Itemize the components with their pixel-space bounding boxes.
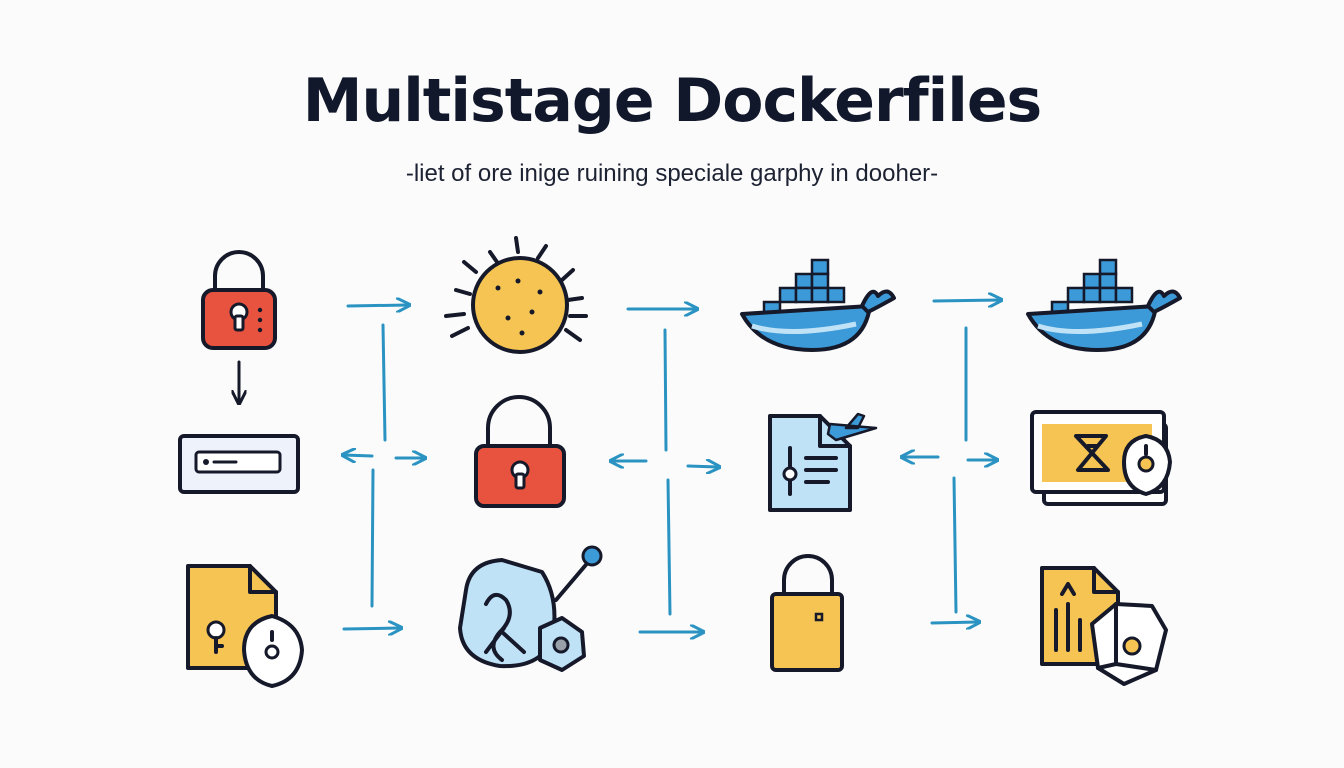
arrow-right: [342, 628, 400, 629]
padlock-red-icon: [474, 395, 566, 508]
docker-whale-icon: [1026, 258, 1182, 352]
arrow-right: [346, 305, 408, 306]
docker-whale-icon: [740, 258, 896, 352]
arrow-right: [686, 466, 718, 467]
padlock-red-icon: [201, 250, 277, 350]
badge-ribbon-icon: [458, 545, 603, 672]
connector-vertical: [663, 328, 668, 452]
flow-connectors: [344, 300, 1000, 632]
arrow-left: [344, 455, 374, 456]
connector-vertical: [952, 476, 958, 614]
document-key-icon: [186, 564, 304, 688]
arrow-right: [932, 300, 1000, 301]
connector-vertical: [370, 468, 375, 608]
page-title: Multistage Dockerfiles: [302, 66, 1042, 136]
sun-icon: [444, 236, 588, 354]
connector-vertical: [666, 478, 672, 616]
padlock-yellow-icon: [770, 554, 844, 672]
connector-vertical: [381, 323, 387, 442]
arrow-right: [930, 622, 978, 623]
monitor-hourglass-icon: [1030, 410, 1172, 506]
page-subtitle: -liet of ore inige ruining speciale garp…: [405, 160, 939, 187]
input-bar-icon: [178, 434, 300, 494]
document-airplane-icon: [768, 412, 878, 512]
document-chart-icon: [1040, 566, 1168, 686]
